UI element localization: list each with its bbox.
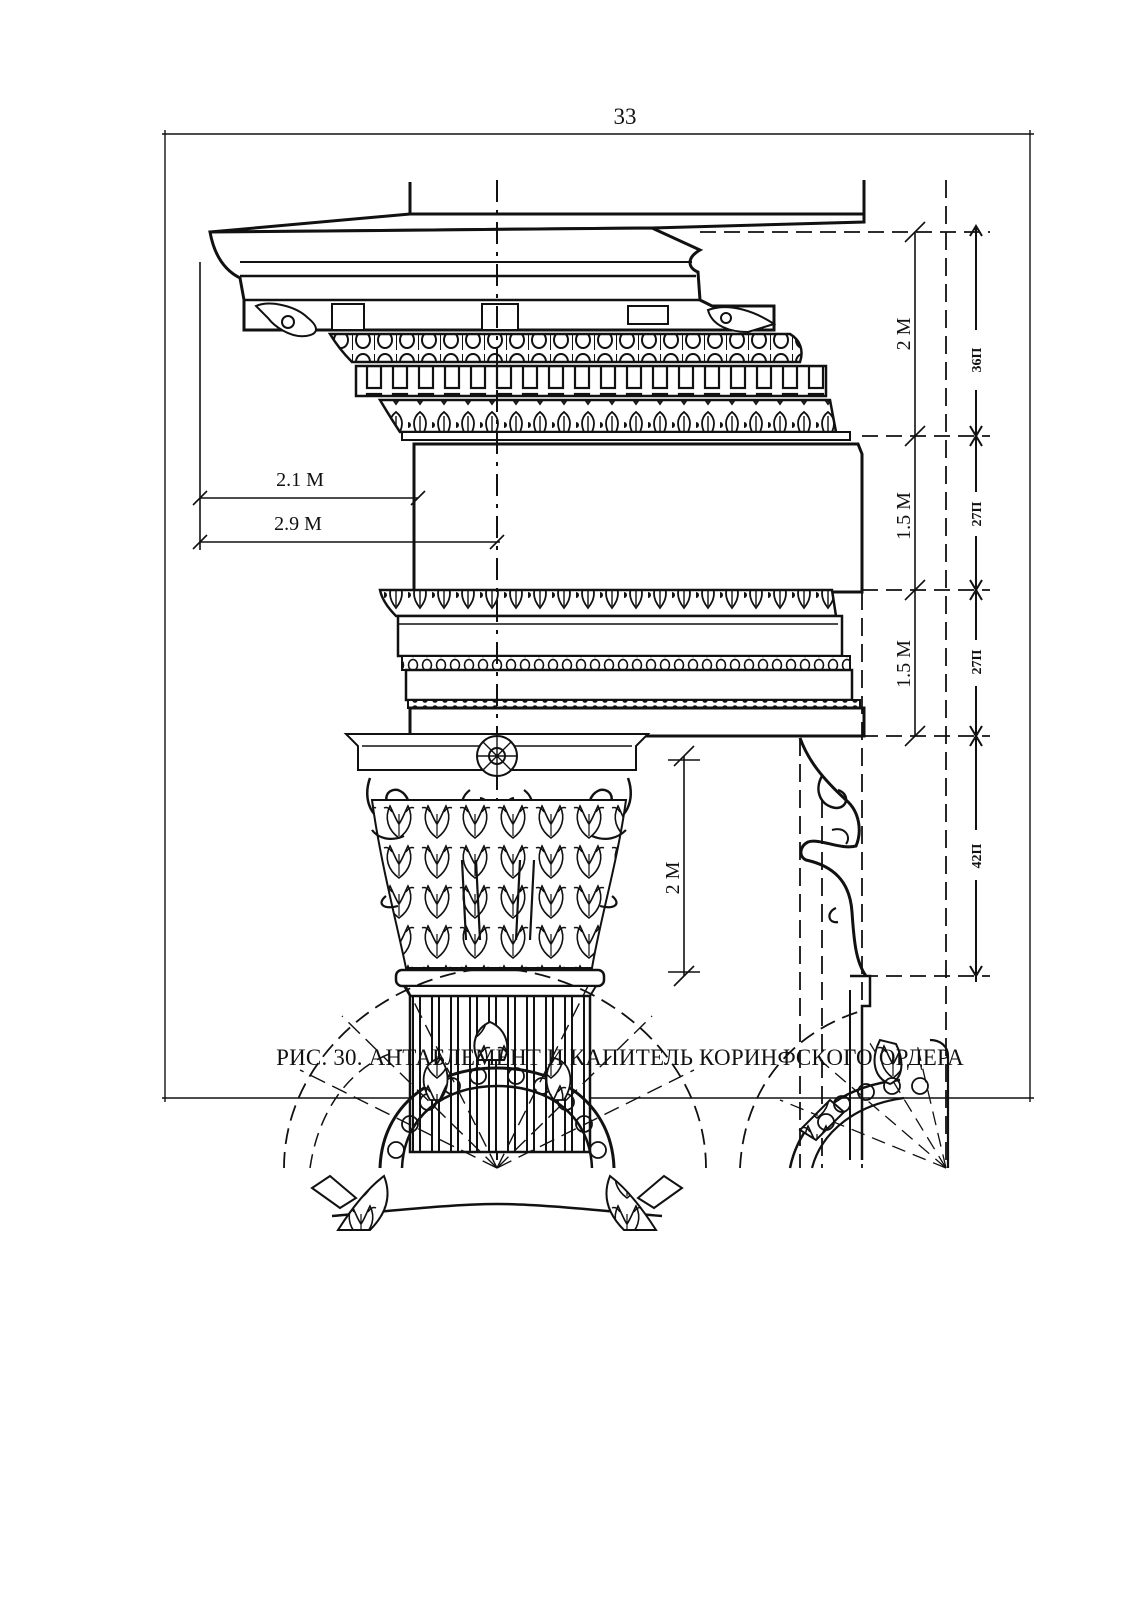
figure-caption: РИС. 30. АНТАБЛЕМЕНТ И КАПИТЕЛЬ КОРИНФСК… — [276, 1045, 964, 1070]
part-capital-label: 42П — [970, 843, 985, 868]
dim-projection-a-label: 2.1 М — [276, 469, 324, 491]
dim-cornice-label: 2 М — [893, 317, 915, 350]
part-cornice-label: 36П — [970, 347, 985, 372]
page-number: 33 — [613, 104, 637, 129]
architrave — [378, 588, 866, 738]
dim-frieze-label: 1.5 М — [893, 492, 915, 540]
dimension-column-parts — [969, 224, 983, 982]
dim-capital-label: 2 М — [662, 861, 684, 894]
dim-architrave-label: 1.5 М — [893, 640, 915, 688]
page-frame — [162, 130, 1034, 1102]
cornice — [208, 180, 866, 441]
dim-projection-b-label: 2.9 М — [274, 513, 322, 535]
capital-plan — [283, 967, 707, 1231]
frieze — [412, 442, 864, 594]
part-frieze-label: 27П — [970, 501, 985, 526]
dimension-projection — [192, 262, 505, 550]
level-lines — [700, 231, 990, 977]
capital — [343, 733, 651, 997]
dimension-capital — [668, 745, 700, 987]
part-architrave-label: 27П — [970, 649, 985, 674]
rosette-icon — [476, 735, 518, 777]
